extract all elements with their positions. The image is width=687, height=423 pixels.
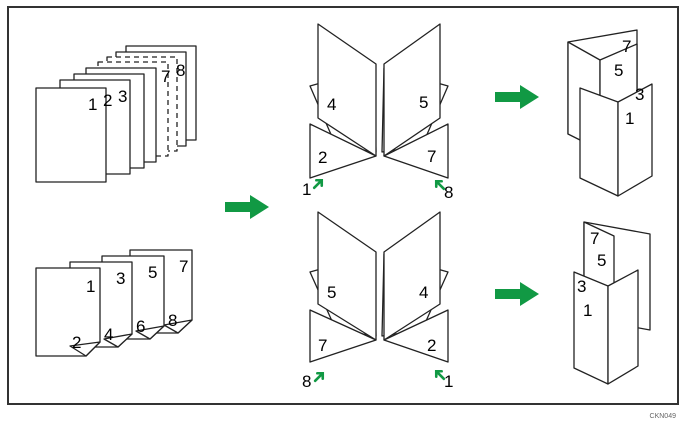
fold-bottom-right-lower: 2: [427, 336, 436, 355]
fold-top-right-tail: 8: [444, 183, 453, 202]
small-arrow-icon: [434, 369, 446, 381]
stack-bottom-front-5: 5: [148, 263, 157, 282]
stack-top-page-1: 1: [88, 95, 97, 114]
fold-top-left-upper: 4: [327, 95, 336, 114]
fold-top-left-lower: 2: [318, 148, 327, 167]
arrow-right-icon: [495, 85, 539, 109]
fold-top: 4 2 1 5 7 8: [302, 23, 453, 202]
result-bottom-page-7: 7: [590, 229, 599, 248]
arrow-right-icon: [495, 282, 539, 306]
result-booklet-top: 7 5 3 1: [567, 29, 653, 197]
stack-top-page-7: 7: [161, 67, 170, 86]
fold-top-right-upper: 5: [419, 93, 428, 112]
arrow-right-icon: [225, 195, 269, 219]
stack-top-page-2: 2: [103, 91, 112, 110]
stack-top-page-8: 8: [176, 61, 185, 80]
stack-bottom-front-1: 1: [86, 277, 95, 296]
small-arrow-icon: [312, 178, 324, 190]
figure-code: CKN049: [650, 413, 677, 420]
stack-bottom-back-4: 4: [104, 325, 113, 344]
stack-bottom-back-6: 6: [136, 317, 145, 336]
source-stack-top: 8 7 3 2 1: [35, 45, 197, 183]
small-arrow-icon: [434, 179, 446, 191]
result-top-page-7: 7: [622, 37, 631, 56]
result-top-page-5: 5: [614, 61, 623, 80]
result-top-page-1: 1: [625, 109, 634, 128]
stack-top-page-3: 3: [118, 87, 127, 106]
diagram-frame: [7, 6, 679, 405]
result-top-page-3: 3: [635, 85, 644, 104]
fold-bottom-left-lower: 7: [318, 336, 327, 355]
result-booklet-bottom: 7 5 3 1: [573, 221, 651, 385]
fold-top-right-lower: 7: [427, 147, 436, 166]
fold-bottom-left-tail: 8: [302, 372, 311, 391]
source-stack-bottom: 7 5 3 1 8 6 4 2: [35, 249, 193, 357]
fold-top-left-tail: 1: [302, 180, 311, 199]
result-bottom-page-3: 3: [577, 277, 586, 296]
small-arrow-icon: [313, 371, 325, 383]
fold-bottom: 5 7 8 4 2 1: [302, 211, 453, 391]
fold-bottom-right-tail: 1: [444, 372, 453, 391]
result-bottom-page-1: 1: [583, 301, 592, 320]
stack-bottom-front-7: 7: [179, 257, 188, 276]
fold-bottom-left-upper: 5: [327, 283, 336, 302]
stack-bottom-back-8: 8: [168, 311, 177, 330]
fold-bottom-right-upper: 4: [419, 283, 428, 302]
result-bottom-page-5: 5: [597, 251, 606, 270]
stack-bottom-front-3: 3: [116, 269, 125, 288]
stack-bottom-back-2: 2: [72, 333, 81, 352]
